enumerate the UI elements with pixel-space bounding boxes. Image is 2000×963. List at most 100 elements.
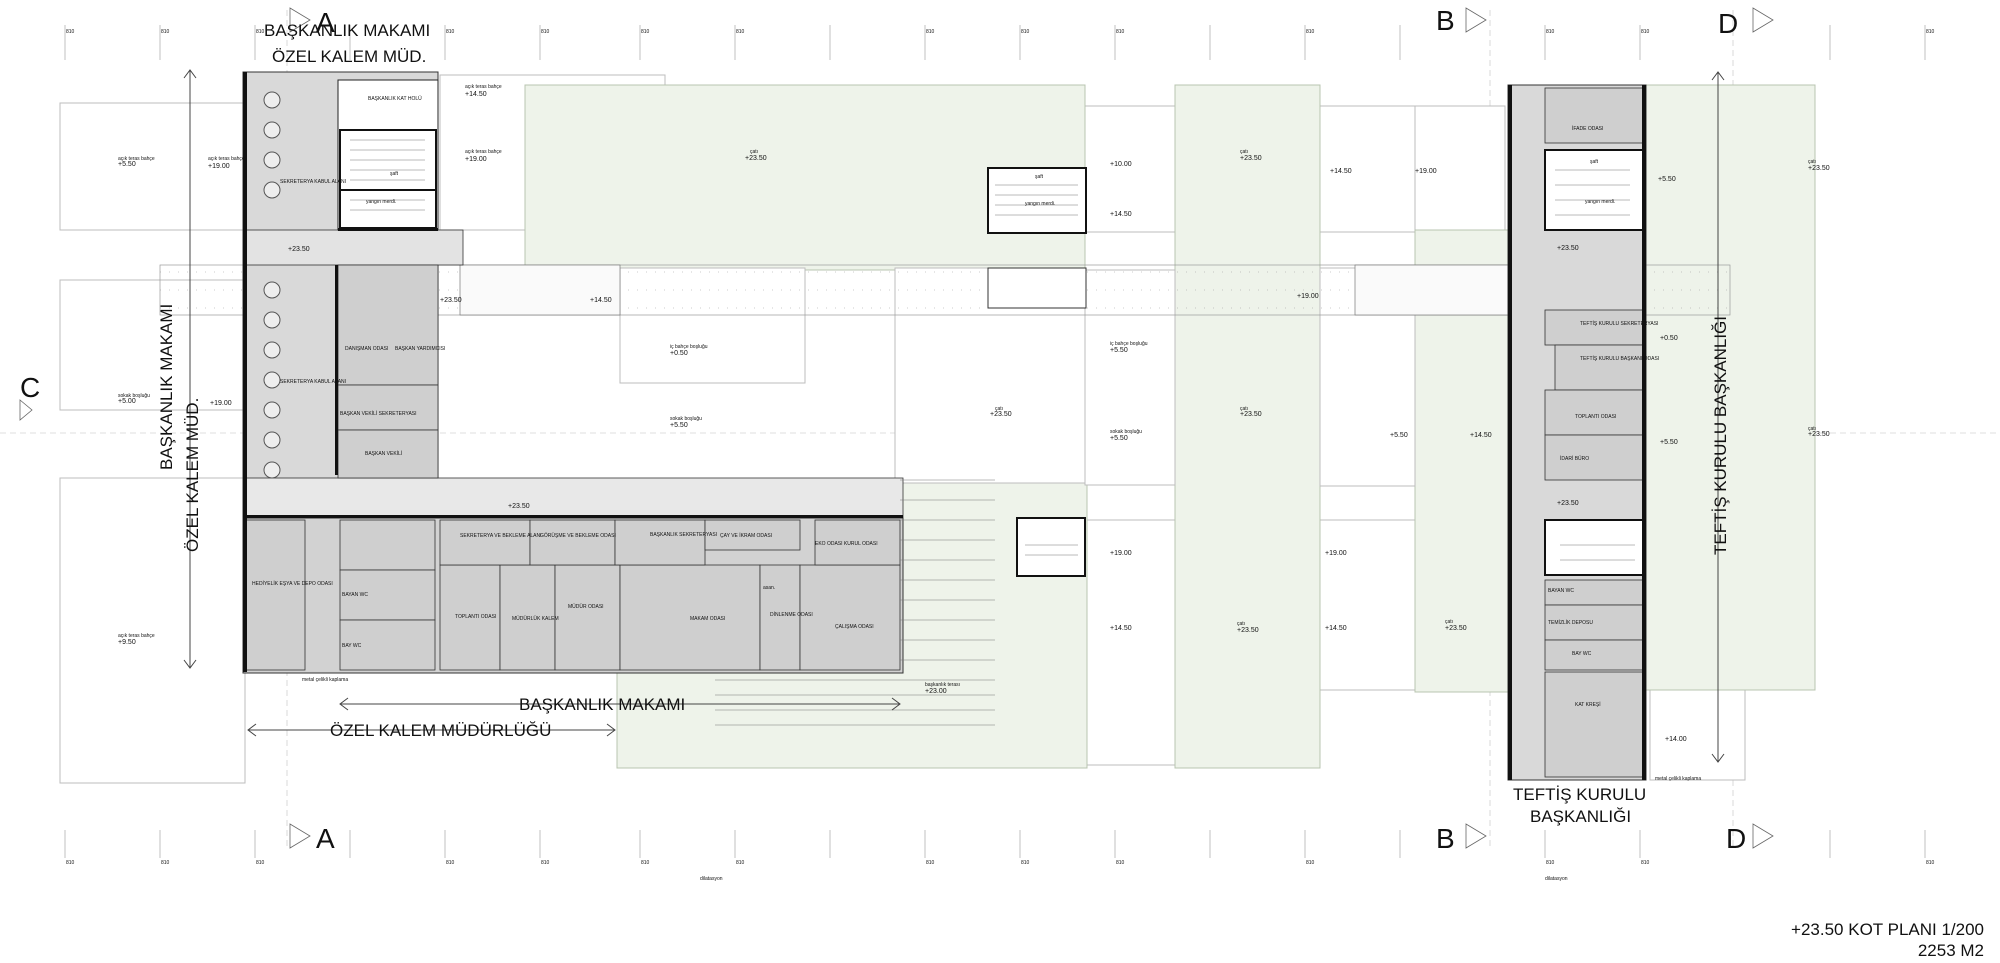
level: +19.00 — [210, 400, 232, 407]
section-mark-d: D — [1726, 823, 1746, 854]
room-label: GÖRÜŞME VE BEKLEME ODASI — [540, 532, 616, 539]
terrace — [59, 102, 246, 231]
level: +23.50 — [288, 246, 310, 253]
grid-label: 810 — [1021, 860, 1030, 866]
section-mark-a: A — [316, 7, 335, 38]
terrace — [59, 477, 246, 784]
level: +19.00 — [1325, 550, 1347, 557]
level: +10.00 — [1110, 161, 1132, 168]
terrace — [1649, 689, 1746, 781]
level: +23.50 — [1240, 155, 1262, 162]
level: +23.50 — [1557, 245, 1579, 252]
terrace-label: açık teras bahçe — [208, 156, 245, 162]
level: +14.50 — [1470, 432, 1492, 439]
section-d-bottom-arrow — [1752, 823, 1774, 849]
label-teftis-kurulu: TEFTİŞ KURULU — [1513, 785, 1646, 804]
grid-ticks-top — [64, 25, 1926, 60]
label-ozel-kalem-mudurlugu: ÖZEL KALEM MÜDÜRLÜĞÜ — [330, 721, 551, 740]
room-label: BAŞKANLIK SEKRETERYASI — [650, 532, 717, 538]
grid-label: 810 — [1926, 29, 1935, 35]
grid-label: 810 — [1641, 860, 1650, 866]
room-label: BAŞKAN VEKİLİ — [365, 450, 402, 457]
grid-label: 810 — [66, 860, 75, 866]
level: +23.50 — [1808, 431, 1830, 438]
terrace-label: açık teras bahçe — [118, 156, 155, 162]
level: +19.00 — [465, 156, 487, 163]
grid-label: 810 — [1641, 29, 1650, 35]
level: +23.50 — [1808, 165, 1830, 172]
room-label: HEDİYELİK EŞYA VE DEPO ODASI — [252, 580, 333, 587]
grid-label: 810 — [161, 29, 170, 35]
level: +19.00 — [1297, 293, 1319, 300]
room-label: DİNLENME ODASI — [770, 611, 813, 618]
grid-label: 810 — [641, 29, 650, 35]
room-label: MÜDÜR ODASI — [568, 603, 604, 610]
room-label: BAŞKAN YARDIMCISI — [395, 346, 445, 352]
grid-label: 810 — [736, 860, 745, 866]
room-label: TEMİZLİK DEPOSU — [1548, 619, 1593, 626]
grid-ticks-bottom — [64, 830, 1926, 858]
terrace — [1319, 105, 1416, 233]
room-label: TEFTİŞ KURULU BAŞKANI ODASI — [1580, 355, 1659, 362]
level: +5.50 — [118, 161, 136, 168]
terrace-label: açık teras bahçe — [465, 149, 502, 155]
section-b-bottom-arrow — [1465, 823, 1487, 849]
room-label: TOPLANTI ODASI — [455, 614, 496, 620]
label-baskanlik-makami-top: BAŞKANLIK MAKAMI — [264, 21, 430, 40]
grid-tick-labels: 810 810 810 810 810 810 810 810 810 810 … — [66, 29, 1935, 882]
stair-core — [339, 129, 437, 229]
level: +14.50 — [1110, 625, 1132, 632]
section-markers: A A B B D D C — [19, 5, 1774, 854]
room-label: BAŞKAN VEKİLİ SEKRETERYASI — [340, 410, 417, 417]
section-mark-b: B — [1436, 5, 1455, 36]
terrace — [1414, 105, 1506, 233]
grid-label: 810 — [1306, 860, 1315, 866]
level: +14.50 — [465, 91, 487, 98]
middle-cores — [987, 167, 1087, 577]
terrace-label: başkanlık terası — [925, 682, 960, 688]
room-label: KAT KREŞİ — [1575, 701, 1601, 708]
room-label: İDARİ BÜRO — [1560, 455, 1589, 462]
room-label: asan. — [763, 585, 775, 591]
level: +14.50 — [1110, 211, 1132, 218]
section-d-top-arrow — [1752, 7, 1774, 33]
terrace — [59, 279, 246, 411]
room-label: BAY WC — [1572, 651, 1592, 657]
section-mark-c: C — [20, 372, 40, 403]
room-label: TEFTİŞ KURULU SEKRETERYASI — [1580, 320, 1658, 327]
label-baskanligi: BAŞKANLIĞI — [1530, 807, 1631, 826]
label-baskanlik-makami-bottom: BAŞKANLIK MAKAMI — [519, 695, 685, 714]
plan-area: 2253 M2 — [1917, 941, 1984, 960]
room-label: SEKRETERYA KABUL ALANI — [280, 179, 346, 185]
terrace-label: iç bahçe boşluğu — [1110, 341, 1148, 347]
terrace-label: sokak boşluğu — [118, 393, 150, 399]
grid-label: 810 — [641, 860, 650, 866]
terrace-label: metal çelikli kaplama — [1655, 776, 1701, 782]
level: +5.00 — [118, 398, 136, 405]
grid-label-mid: dilatasyon — [700, 876, 723, 882]
level: +5.50 — [1390, 432, 1408, 439]
room-label: ÇALIŞMA ODASI — [835, 624, 874, 630]
terrace-label: açık teras bahçe — [118, 633, 155, 639]
level: +23.50 — [1240, 411, 1262, 418]
terrace-label: iç bahçe boşluğu — [670, 344, 708, 350]
terrace-label: çatı — [1445, 619, 1453, 625]
level: +5.50 — [1110, 347, 1128, 354]
grid-label: 810 — [1546, 29, 1555, 35]
dimension-lines — [183, 69, 1725, 763]
grid-label: 810 — [1116, 29, 1125, 35]
plan-title: +23.50 KOT PLANI 1/200 — [1791, 920, 1984, 939]
terrace-label: çatı — [1240, 149, 1248, 155]
room-label: DANIŞMAN ODASI — [345, 346, 388, 352]
room-label: şaft — [1590, 159, 1599, 165]
level: +23.50 — [1557, 500, 1579, 507]
teftis-block — [1507, 84, 1647, 781]
grid-label: 810 — [66, 29, 75, 35]
room-label: yangın merdi. — [366, 199, 396, 205]
level: +19.00 — [1110, 550, 1132, 557]
section-a-top-arrow — [289, 7, 311, 33]
grid-label: 810 — [446, 860, 455, 866]
grid-label: 810 — [1926, 860, 1935, 866]
level: +5.50 — [1658, 176, 1676, 183]
level: +19.00 — [1415, 168, 1437, 175]
